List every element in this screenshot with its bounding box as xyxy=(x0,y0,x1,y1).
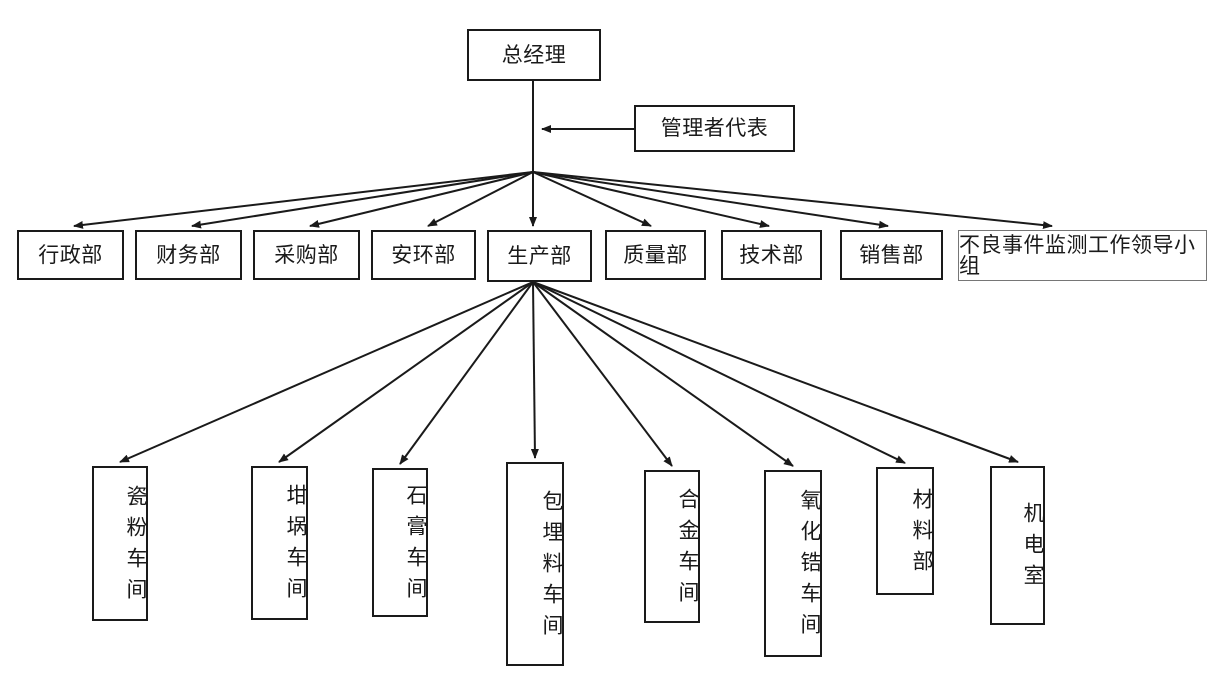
node-workshop-label: 材料部 xyxy=(910,487,934,581)
node-workshop-label: 坩埚车间 xyxy=(284,484,308,608)
hub-to-workshop-8 xyxy=(532,281,1019,463)
node-workshop-label: 包埋料车间 xyxy=(540,489,564,645)
node-department-label: 销售部 xyxy=(859,242,924,267)
node-department-label: 生产部 xyxy=(507,243,572,268)
workshop-connectors xyxy=(119,281,1019,467)
hub-to-dept-4 xyxy=(427,171,534,227)
hub-to-dept-6 xyxy=(532,171,652,227)
node-workshop-label: 机电室 xyxy=(1021,502,1045,595)
node-department-label: 财务部 xyxy=(156,242,221,267)
node-workshop-label: 合金车间 xyxy=(676,487,700,612)
hub-to-dept-9 xyxy=(532,171,1053,230)
node-workshop-4[interactable]: 包埋料车间 xyxy=(506,462,564,666)
node-workshop-label: 瓷粉车间 xyxy=(124,484,148,609)
node-management-representative-label: 管理者代表 xyxy=(660,116,769,140)
node-department-label: 技术部 xyxy=(739,242,804,267)
node-department-8[interactable]: 销售部 xyxy=(840,230,943,280)
hub-to-dept-7 xyxy=(532,171,770,228)
hub-to-workshop-2 xyxy=(278,281,534,463)
node-department-3[interactable]: 采购部 xyxy=(253,230,360,280)
node-department-6[interactable]: 质量部 xyxy=(605,230,706,280)
node-general-manager-label: 总经理 xyxy=(501,42,567,67)
trunk-connectors xyxy=(532,81,634,172)
hub-to-dept-8 xyxy=(532,171,889,229)
hub-to-dept-2 xyxy=(191,171,534,229)
hub-to-dept-3 xyxy=(309,171,534,228)
node-department-4[interactable]: 安环部 xyxy=(371,230,476,280)
node-department-1[interactable]: 行政部 xyxy=(17,230,124,280)
node-general-manager[interactable]: 总经理 xyxy=(467,29,601,81)
node-workshop-7[interactable]: 材料部 xyxy=(876,467,934,595)
node-department-5[interactable]: 生产部 xyxy=(487,230,592,282)
node-workshop-5[interactable]: 合金车间 xyxy=(644,470,700,623)
hub-to-dept-1 xyxy=(73,171,534,229)
node-management-representative[interactable]: 管理者代表 xyxy=(634,105,795,152)
node-workshop-label: 氧化锆车间 xyxy=(798,489,822,644)
hub-to-workshop-5 xyxy=(532,281,673,467)
node-workshop-2[interactable]: 坩埚车间 xyxy=(251,466,308,620)
node-department-label: 安环部 xyxy=(391,242,456,267)
hub-to-workshop-1 xyxy=(119,281,534,463)
node-workshop-6[interactable]: 氧化锆车间 xyxy=(764,470,822,657)
node-department-7[interactable]: 技术部 xyxy=(721,230,822,280)
node-workshop-8[interactable]: 机电室 xyxy=(990,466,1045,625)
hub-to-workshop-3 xyxy=(399,281,534,465)
node-department-label: 质量部 xyxy=(623,242,688,267)
node-workshop-1[interactable]: 瓷粉车间 xyxy=(92,466,148,621)
hub-to-workshop-6 xyxy=(532,281,794,467)
hub-to-workshop-7 xyxy=(532,281,906,464)
node-workshop-3[interactable]: 石膏车间 xyxy=(372,468,428,617)
node-department-9[interactable]: 不良事件监测工作领导小组 xyxy=(958,230,1207,281)
department-connectors xyxy=(73,171,1053,230)
node-department-label: 行政部 xyxy=(38,242,103,267)
node-workshop-label: 石膏车间 xyxy=(404,483,428,608)
node-department-label: 不良事件监测工作领导小组 xyxy=(959,232,1196,278)
node-department-label: 采购部 xyxy=(274,242,339,267)
node-department-2[interactable]: 财务部 xyxy=(135,230,242,280)
hub-to-workshop-4 xyxy=(530,281,539,459)
